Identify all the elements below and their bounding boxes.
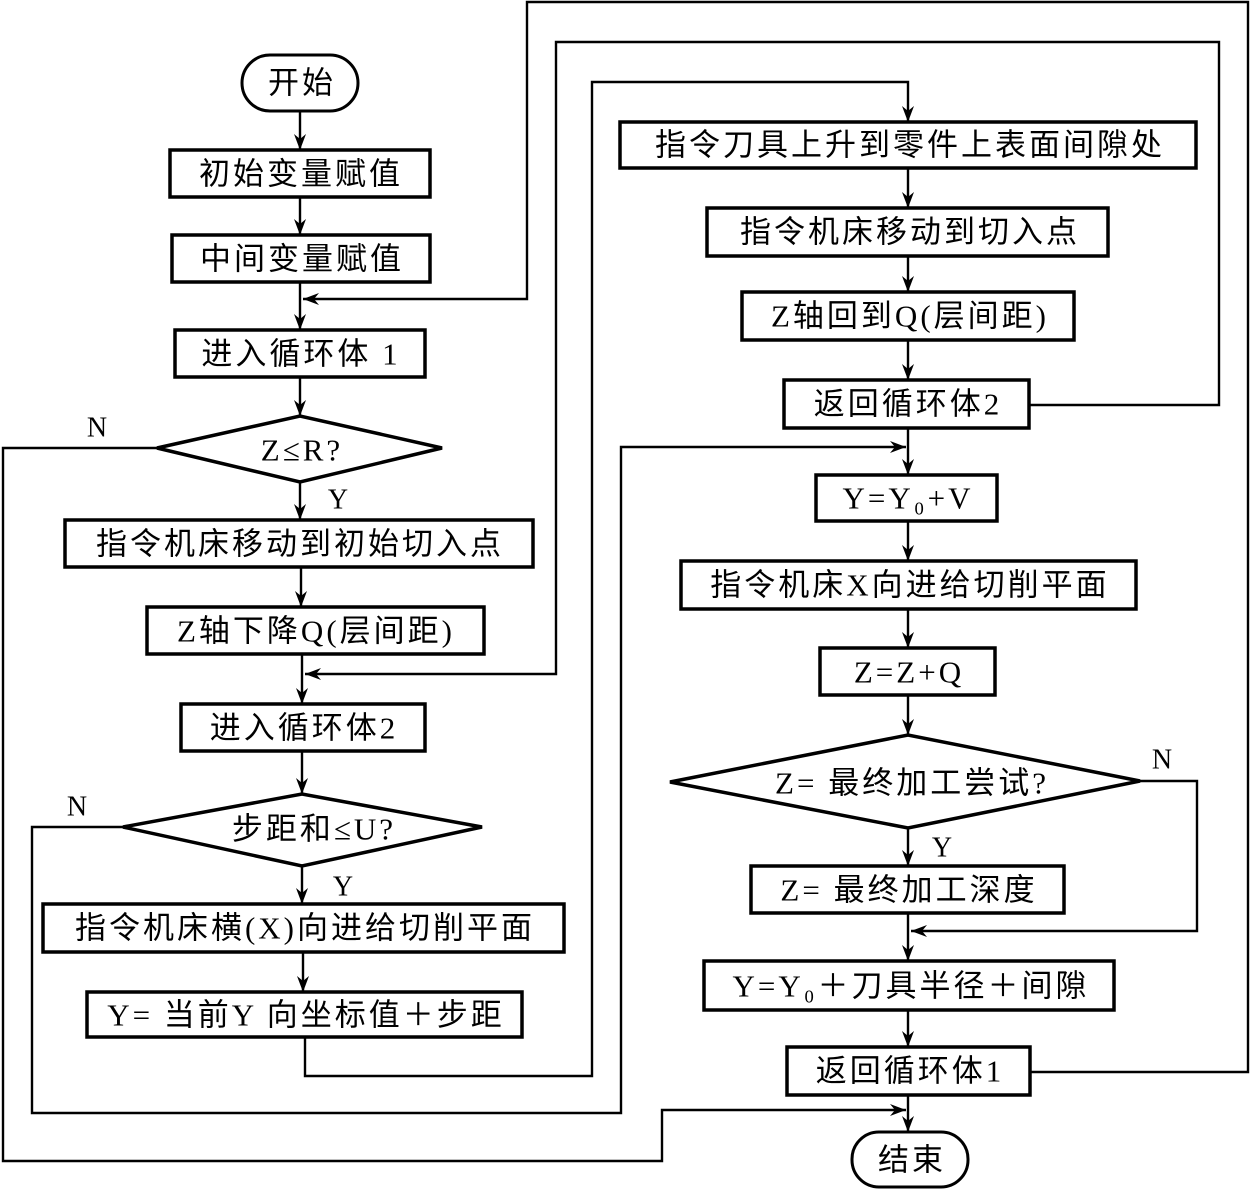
node-feed-x-plane-label: 指令机床X向进给切削平面 — [710, 568, 1109, 603]
node-enter-loop2: 进入循环体2 — [179, 702, 427, 753]
node-start-label: 开始 — [268, 66, 336, 101]
decision-z-le-r-no-label: N — [87, 413, 107, 444]
node-return-loop2-label: 返回循环体2 — [814, 387, 1003, 422]
node-move-initial-entry-label: 指令机床移动到初始切入点 — [96, 527, 504, 562]
decision-z-le-r: Z≤R? — [156, 414, 443, 484]
edge-yupdate-to-tool-up — [303, 80, 914, 1078]
node-y-set-radius: Y=Y₀＋刀具半径＋间隙 — [702, 959, 1116, 1012]
node-z-add-q-label: Z=Z+Q — [854, 655, 964, 690]
node-tool-up-label: 指令刀具上升到零件上表面间隙处 — [655, 128, 1165, 163]
node-z-final-depth: Z= 最终加工深度 — [749, 864, 1066, 915]
node-z-back-q-label: Z轴回到Q(层间距) — [771, 299, 1049, 334]
node-feed-x-plane: 指令机床X向进给切削平面 — [679, 559, 1138, 611]
node-end-label: 结束 — [878, 1143, 946, 1178]
node-y-set-radius-label: Y=Y₀＋刀具半径＋间隙 — [732, 969, 1089, 1004]
edge-return1-loopback — [303, 0, 1250, 1074]
decision-step-sum: 步距和≤U? — [122, 792, 483, 868]
node-y-set-v: Y=Y₀+V — [814, 473, 999, 523]
node-return-loop1-label: 返回循环体1 — [816, 1054, 1005, 1089]
decision-step-sum-no-label: N — [67, 792, 87, 823]
edge-decision3-no — [911, 779, 1199, 937]
node-mid-vars: 中间变量赋值 — [170, 233, 432, 284]
node-z-back-q: Z轴回到Q(层间距) — [740, 290, 1076, 342]
node-init-vars: 初始变量赋值 — [168, 148, 432, 199]
edge-return2-loopback — [305, 40, 1221, 680]
node-z-down-q-label: Z轴下降Q(层间距) — [177, 614, 455, 649]
edge-decision1-no-to-end — [1, 446, 906, 1163]
node-y-update: Y= 当前Y 向坐标值＋步距 — [85, 990, 524, 1039]
node-mid-vars-label: 中间变量赋值 — [200, 242, 404, 277]
node-feed-cross-x: 指令机床横(X)向进给切削平面 — [41, 902, 566, 954]
decision-z-le-r-label: Z≤R? — [261, 433, 343, 468]
node-tool-up: 指令刀具上升到零件上表面间隙处 — [618, 120, 1198, 170]
decision-step-sum-label: 步距和≤U? — [232, 812, 396, 847]
node-move-initial-entry: 指令机床移动到初始切入点 — [63, 518, 535, 569]
node-start: 开始 — [240, 53, 360, 113]
node-enter-loop2-label: 进入循环体2 — [210, 711, 399, 746]
decision-final-no-label: N — [1152, 745, 1172, 776]
node-enter-loop1: 进入循环体 1 — [173, 328, 427, 379]
edge-decision2-no-to-yset — [30, 441, 906, 1115]
node-z-final-depth-label: Z= 最终加工深度 — [780, 873, 1037, 908]
node-y-update-label: Y= 当前Y 向坐标值＋步距 — [107, 998, 505, 1033]
decision-step-sum-yes-label: Y — [333, 872, 353, 903]
node-init-vars-label: 初始变量赋值 — [199, 157, 403, 192]
node-z-add-q: Z=Z+Q — [818, 646, 997, 697]
node-move-entry: 指令机床移动到切入点 — [705, 206, 1110, 258]
decision-z-le-r-yes-label: Y — [328, 485, 348, 516]
node-return-loop2: 返回循环体2 — [782, 378, 1031, 430]
decision-final: Z= 最终加工尝试? — [669, 733, 1141, 830]
decision-final-label: Z= 最终加工尝试? — [775, 766, 1049, 801]
node-z-down-q: Z轴下降Q(层间距) — [145, 605, 486, 656]
node-enter-loop1-label: 进入循环体 1 — [201, 337, 400, 372]
node-y-set-v-label: Y=Y₀+V — [843, 481, 974, 516]
decision-final-yes-label: Y — [932, 833, 952, 864]
node-feed-cross-x-label: 指令机床横(X)向进给切削平面 — [75, 911, 535, 946]
node-move-entry-label: 指令机床移动到切入点 — [740, 215, 1080, 250]
node-end: 结束 — [850, 1130, 970, 1189]
node-return-loop1: 返回循环体1 — [785, 1045, 1032, 1097]
